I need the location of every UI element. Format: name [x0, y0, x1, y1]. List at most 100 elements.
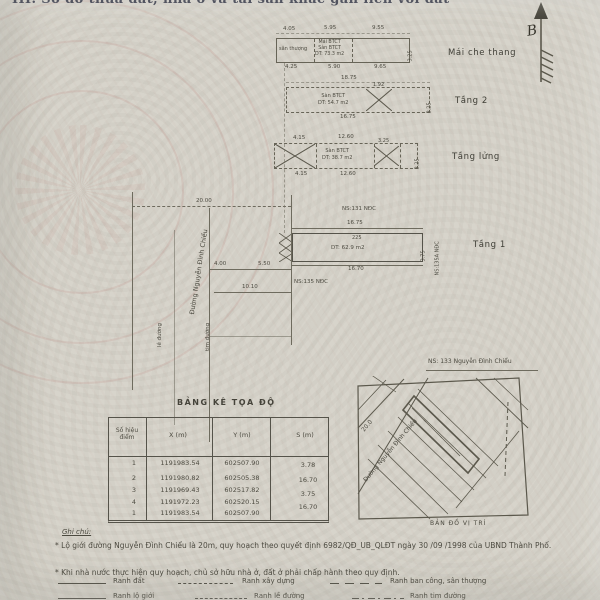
roof-top-dimline [276, 33, 410, 34]
map-title: NS: 133 Nguyễn Đình Chiểu [428, 358, 512, 365]
floor1-outline [292, 233, 423, 262]
coord-header-s: S (m) [296, 431, 314, 439]
legend-line-ranh-xay-dung [178, 583, 233, 584]
map-caption: BẢN ĐỒ VỊ TRÍ [430, 520, 487, 527]
note-2: * Khi nhà nước thực hiện quy hoạch, chủ … [55, 568, 400, 577]
coord-table-header-line [109, 456, 328, 457]
floor1-top-dimline [292, 228, 423, 229]
floor1-parcel: 225 [352, 235, 362, 241]
floor2-plan-name: Tầng 2 [455, 96, 488, 106]
legend-line-ranh-dat [58, 583, 106, 584]
roof-mid-cell [314, 39, 353, 62]
mezz-dim: 12.60 [340, 171, 356, 177]
coord-row-id: 1 [131, 509, 137, 517]
mezz-void-cross-left [275, 144, 315, 168]
road-boundary-line [132, 192, 133, 390]
roof-dim: 9.55 [372, 25, 385, 31]
roof-dim: 9.65 [374, 64, 387, 70]
page-title: III. Sơ đồ thửa đất, nhà ở và tài sản kh… [12, 0, 450, 7]
road-width-dimline [132, 206, 291, 207]
coord-row-x: 1191983.54 [160, 509, 200, 517]
coord-row-id: 3 [131, 486, 137, 494]
legend-line-ranh-lo-gioi [58, 598, 106, 599]
coord-header-y: Y (m) [233, 431, 251, 439]
north-arrow-icon [534, 2, 554, 84]
floor1-area: DT: 62.9 m2 [331, 245, 365, 251]
coord-table-col-line [146, 418, 147, 520]
road-bottom-line [209, 336, 291, 337]
coord-header-x: X (m) [169, 431, 187, 439]
legend-line-ranh-tim-duong [352, 598, 404, 600]
floor2-area: DT: 54.7 m2 [318, 99, 349, 106]
floor1-dim-bottom: 16.70 [348, 266, 364, 272]
road-curb-line [174, 230, 175, 425]
floor2-outline [286, 87, 430, 113]
floor2-dim-top: 18.75 [341, 75, 357, 81]
mezz-line1: Sàn BTCT [325, 148, 350, 154]
coord-row-x: 1191969.43 [160, 486, 200, 494]
floor2-dim-right: 3.25 [426, 102, 433, 114]
mezz-dim: 4.15 [293, 135, 306, 141]
mezz-dim-right: 3.25 [414, 158, 421, 170]
road-curb-label: lề đường [156, 323, 163, 348]
floor1-neighbor-right: NS:135A NĐC [434, 241, 441, 276]
mezz-divider2 [374, 144, 375, 168]
legend-label: Ranh tim đường [410, 592, 466, 600]
roof-plan-name: Mái che thang [448, 48, 517, 58]
map-title-underline [426, 370, 538, 371]
mezz-outline [274, 143, 418, 169]
coord-table-col-line [270, 418, 271, 520]
road-dimline-1 [209, 269, 291, 270]
floor1-dim-width: 3.75 [420, 250, 427, 262]
roof-area: DT: 73.3 m2 [315, 52, 345, 57]
legend-line-ranh-ban-cong [330, 583, 382, 585]
legend-label: Ranh đất [113, 577, 145, 585]
mezz-text: Sàn BTCT DT: 38.7 m2 [322, 148, 352, 161]
floor1-dim-top: 16.75 [347, 220, 363, 226]
coord-row-x: 1191983.54 [160, 459, 200, 467]
location-map: Đường Nguyễn Đình Chiểu 20.0 [357, 376, 529, 520]
coord-row-id: 2 [131, 474, 137, 482]
lot-front-line [291, 195, 292, 345]
floor2-top-dimline [286, 82, 430, 83]
floor2-void-cross [366, 89, 392, 111]
road-name-label: Đường Nguyễn Đình Chiểu [187, 228, 210, 316]
coord-row-y: 602517.82 [224, 486, 260, 494]
mezz-divider1 [316, 144, 317, 168]
floor1-front-hatch [279, 233, 293, 262]
coord-table-title: BẢNG KÊ TỌA ĐỘ [177, 398, 276, 407]
road-width-dim: 20.00 [196, 198, 212, 204]
roof-plan-outline [276, 38, 410, 63]
seal-watermark-ring-inner [0, 90, 184, 294]
mezz-dim: 12.60 [338, 134, 354, 140]
roof-text: Mái BTCT Sàn BTCT DT: 73.3 m2 [315, 40, 344, 58]
legend-label: Ranh ban công, sân thượng [390, 577, 487, 585]
coord-row-s: 16.70 [298, 503, 318, 511]
road-dimline-2 [214, 292, 291, 293]
roof-dim-right: 3.25 [407, 50, 414, 62]
seal-watermark-ring-outer [0, 0, 274, 384]
floor1-neighbor-top: NS:131 NĐC [342, 206, 376, 212]
floor2-text: Sàn BTCT DT: 54.7 m2 [318, 93, 348, 106]
mezz-void-cross-right [374, 146, 399, 166]
mezz-void-dim: 3.25 [378, 138, 390, 144]
mezz-plan-name: Tầng lửng [452, 152, 500, 162]
coord-row-s: 3.75 [300, 490, 316, 498]
mezz-dim: 4.15 [295, 171, 308, 177]
note-1: * Lộ giới đường Nguyễn Đình Chiểu là 20m… [55, 541, 552, 550]
coord-row-s: 3.78 [300, 461, 316, 469]
mezz-divider3 [400, 144, 401, 168]
roof-line1: Mái BTCT [318, 40, 341, 45]
coord-row-s: 16.70 [298, 476, 318, 484]
roof-dim: 4.05 [283, 26, 296, 32]
map-street-label: Đường Nguyễn Đình Chiểu [362, 418, 419, 484]
legend-label: Ranh xây dựng [242, 577, 295, 585]
coord-row-x: 1191972.23 [160, 498, 200, 506]
road-center-line [209, 208, 210, 442]
roof-dim: 5.95 [324, 25, 337, 31]
roof-dim: 5.90 [328, 64, 341, 70]
floor2-line1: Sàn BTCT [321, 93, 346, 99]
road-dim-2: 5.50 [258, 261, 271, 267]
map-road-width: 20.0 [360, 418, 374, 433]
